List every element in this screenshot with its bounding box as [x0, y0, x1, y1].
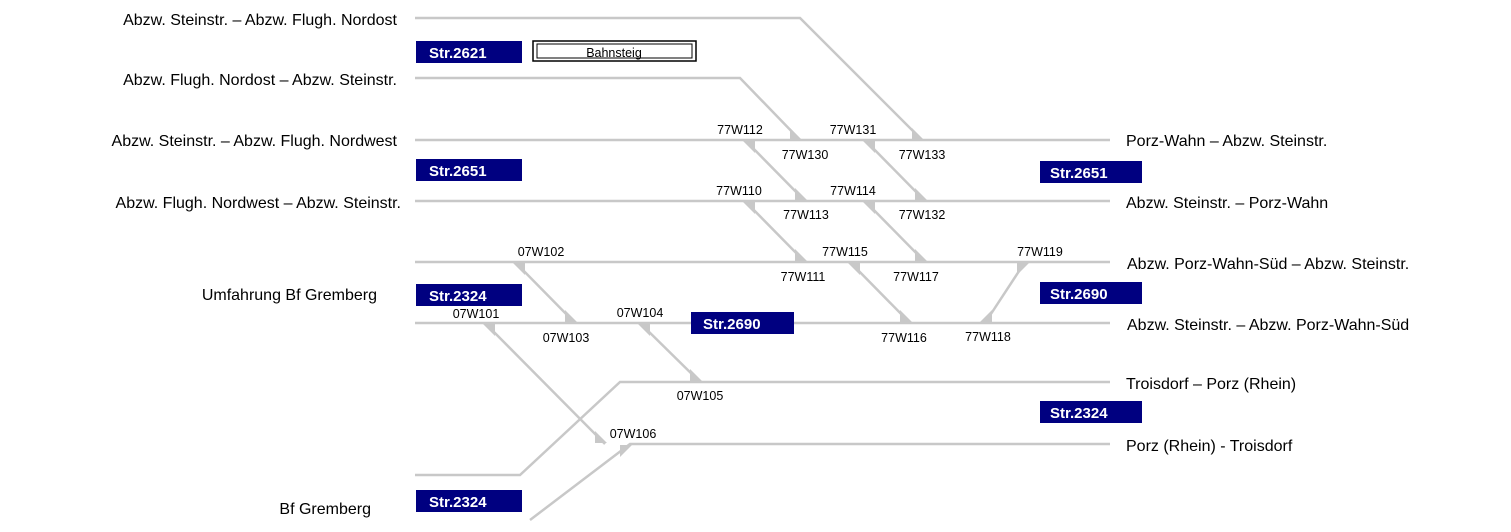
- switch-wedge: [483, 324, 495, 336]
- route-boxes: Str.2621 Str.2651 Str.2651 Str.2324 Str.…: [416, 41, 1142, 512]
- route-box: Str.2324: [1040, 401, 1142, 423]
- switch-wedge: [743, 202, 755, 214]
- switch-label: 77W115: [822, 245, 868, 259]
- switch-label: 77W132: [899, 208, 946, 222]
- track-label-right: Abzw. Steinstr. – Porz-Wahn: [1126, 195, 1328, 212]
- route-box-label: Str.2324: [429, 494, 487, 511]
- switch-wedge: [900, 310, 912, 322]
- route-box: Str.2324: [416, 284, 522, 306]
- route-box-label: Str.2690: [1050, 286, 1108, 303]
- route-box: Str.2690: [1040, 282, 1142, 304]
- route-box-label: Str.2651: [1050, 165, 1108, 182]
- track-troisdorf-porz: [415, 380, 1110, 477]
- switch-label: 07W106: [610, 427, 657, 441]
- switch-label: 77W111: [781, 270, 826, 284]
- track-nordost-steinstr: [415, 76, 801, 141]
- switch-wedge: [565, 310, 577, 322]
- switch-label: 77W119: [1017, 245, 1063, 259]
- switch-wedge: [1017, 263, 1029, 275]
- switch-label: 77W116: [881, 331, 927, 345]
- switch-label: 07W101: [453, 307, 500, 321]
- track-label-left: Abzw. Flugh. Nordwest – Abzw. Steinstr.: [116, 195, 401, 212]
- right-labels: Porz-Wahn – Abzw. Steinstr. Abzw. Steins…: [1126, 133, 1409, 455]
- track-label-right: Abzw. Steinstr. – Abzw. Porz-Wahn-Süd: [1127, 317, 1409, 334]
- switch-wedge: [795, 249, 807, 261]
- switch-labels: 77W112 77W131 77W130 77W133 77W110 77W11…: [453, 123, 1063, 441]
- switch-label: 07W102: [518, 245, 565, 259]
- route-box-label: Str.2690: [703, 316, 761, 333]
- track-steinstr-nordost: [415, 16, 923, 141]
- platform-label: Bahnsteig: [586, 46, 642, 60]
- switch-label: 77W133: [899, 148, 946, 162]
- switch-label: 77W118: [965, 330, 1011, 344]
- route-box-label: Str.2651: [429, 163, 487, 180]
- switch-wedge: [743, 141, 755, 153]
- switch-wedge: [848, 263, 860, 275]
- switch-label: 07W103: [543, 331, 590, 345]
- track-porz-troisdorf: [529, 442, 1110, 521]
- track-label-left: Abzw. Flugh. Nordost – Abzw. Steinstr.: [123, 72, 397, 89]
- route-box-label: Str.2621: [429, 45, 487, 62]
- switch-label: 07W105: [677, 389, 724, 403]
- track-label-left: Abzw. Steinstr. – Abzw. Flugh. Nordost: [123, 12, 397, 29]
- route-box: Str.2621: [416, 41, 522, 63]
- platform: Bahnsteig: [532, 40, 697, 62]
- route-box: Str.2690: [691, 312, 794, 334]
- switch-wedge: [595, 431, 607, 443]
- switch-wedge: [690, 369, 702, 381]
- track-label-left: Abzw. Steinstr. – Abzw. Flugh. Nordwest: [112, 133, 398, 150]
- switch-wedge: [915, 188, 927, 200]
- track-label-left: Bf Gremberg: [279, 501, 371, 518]
- route-box: Str.2324: [416, 490, 522, 512]
- track-label-right: Porz (Rhein) - Troisdorf: [1126, 438, 1293, 455]
- switch-label: 77W131: [830, 123, 877, 137]
- switch-wedge: [980, 310, 992, 322]
- switch-label: 77W112: [717, 123, 763, 137]
- left-labels: Abzw. Steinstr. – Abzw. Flugh. Nordost A…: [112, 12, 401, 518]
- switch-wedge: [915, 249, 927, 261]
- route-box-label: Str.2324: [1050, 405, 1108, 422]
- switch-wedge: [863, 202, 875, 214]
- crossover-07W101-07W106: [484, 322, 606, 445]
- switch-label: 77W130: [782, 148, 829, 162]
- route-box: Str.2651: [416, 159, 522, 181]
- route-box: Str.2651: [1040, 161, 1142, 183]
- track-label-right: Troisdorf – Porz (Rhein): [1126, 376, 1296, 393]
- switch-wedge: [513, 263, 525, 275]
- track-label-left: Umfahrung Bf Gremberg: [202, 287, 377, 304]
- track-label-right: Porz-Wahn – Abzw. Steinstr.: [1126, 133, 1327, 150]
- switch-wedge: [620, 445, 632, 457]
- track-label-right: Abzw. Porz-Wahn-Süd – Abzw. Steinstr.: [1127, 256, 1409, 273]
- switch-wedge: [790, 128, 802, 140]
- switch-wedges: [483, 128, 1029, 457]
- switch-label: 77W110: [716, 184, 762, 198]
- switch-label: 07W104: [617, 306, 664, 320]
- switch-label: 77W113: [783, 208, 829, 222]
- switch-wedge: [912, 128, 924, 140]
- switch-label: 77W117: [893, 270, 939, 284]
- switch-wedge: [638, 324, 650, 336]
- switch-wedge: [795, 188, 807, 200]
- route-box-label: Str.2324: [429, 288, 487, 305]
- switch-label: 77W114: [830, 184, 876, 198]
- switch-wedge: [863, 141, 875, 153]
